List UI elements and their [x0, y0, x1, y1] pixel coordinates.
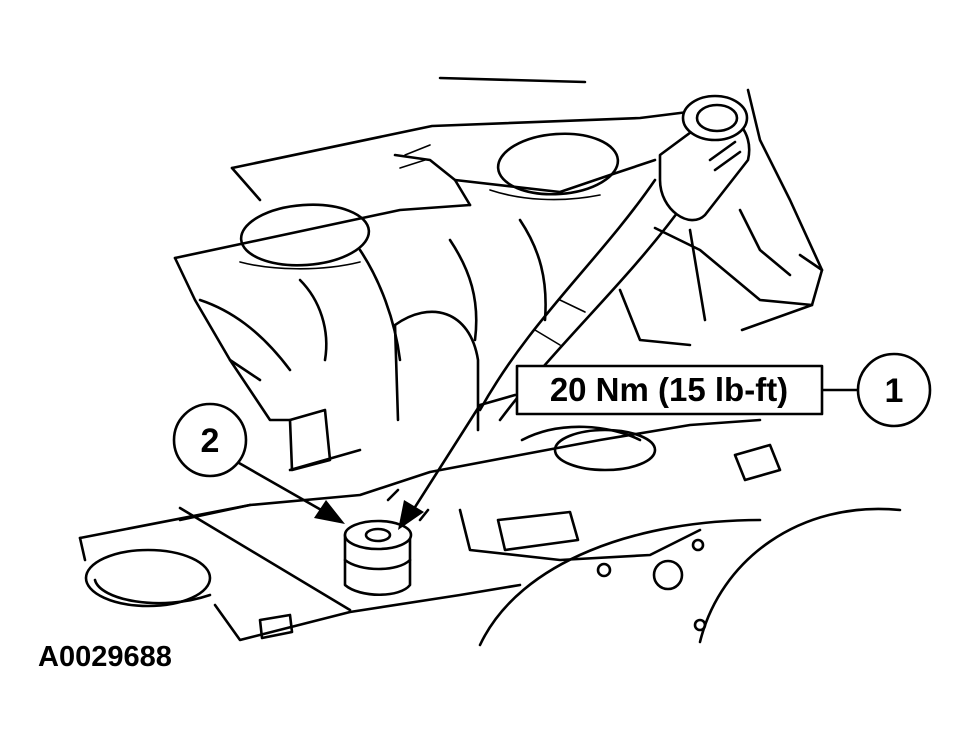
callout-2: 2 [172, 402, 248, 478]
torque-label: 20 Nm (15 lb-ft) [550, 371, 788, 408]
arrow-2-head [314, 500, 345, 524]
lower-head [78, 418, 902, 647]
upper-ports [239, 132, 620, 270]
callout-1-number: 1 [885, 372, 904, 410]
torque-label-box [515, 364, 824, 416]
figure-id: A0029688 [38, 641, 172, 673]
leader-lines [223, 388, 860, 530]
callout-2-number: 2 [201, 422, 220, 460]
knock-sensor [343, 488, 430, 596]
upper-manifold [173, 76, 824, 472]
arrow-1-head [398, 500, 424, 530]
callout-2-circle [172, 402, 248, 478]
callout-1-circle [856, 352, 932, 428]
torque-wrench [478, 94, 751, 422]
callout-1: 20 Nm (15 lb-ft) 1 [515, 352, 932, 428]
